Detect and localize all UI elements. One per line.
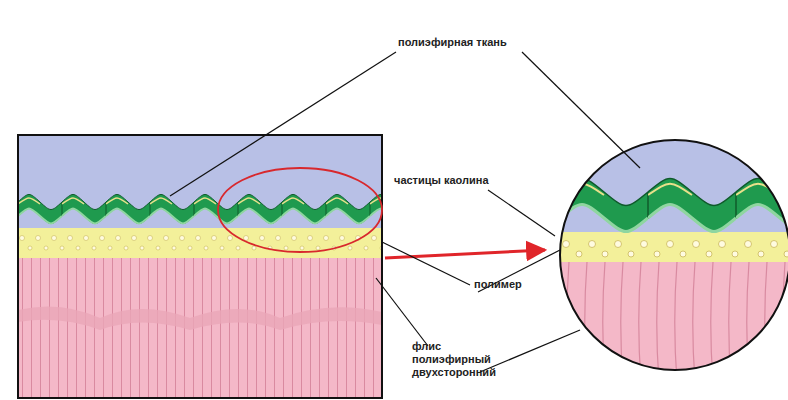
fleece-label: флис полиэфирный двухсторонний xyxy=(412,340,504,380)
kaolin-label: частицы каолина xyxy=(394,174,489,187)
polymer-label: полимер xyxy=(474,278,522,291)
fabric-label: полиэфирная ткань xyxy=(398,36,507,49)
